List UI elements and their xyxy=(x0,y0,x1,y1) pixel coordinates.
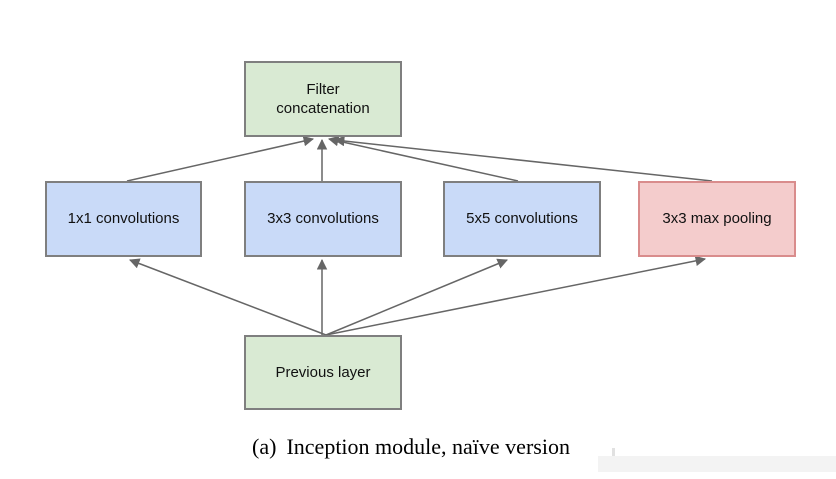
edge-max-pooling-to-concat xyxy=(333,135,713,182)
node-conv-5x5: 5x5 convolutions xyxy=(443,181,601,257)
edge-previous-to-conv-5x5 xyxy=(325,258,508,336)
caption-text: Inception module, naïve version xyxy=(286,434,570,459)
edge-conv-1x1-to-concat xyxy=(126,135,315,182)
scan-artifact-band xyxy=(598,456,836,472)
node-conv-1x1: 1x1 convolutions xyxy=(45,181,202,257)
scan-artifact-speck xyxy=(612,448,615,459)
edge-previous-to-conv-1x1 xyxy=(129,258,327,336)
node-max-pooling-3x3: 3x3 max pooling xyxy=(638,181,796,257)
node-filter-concatenation: Filter concatenation xyxy=(244,61,402,137)
edge-previous-to-max-pooling xyxy=(325,255,707,336)
figure-caption: (a) Inception module, naïve version xyxy=(0,434,822,460)
caption-index: (a) xyxy=(252,434,277,459)
node-previous-layer: Previous layer xyxy=(244,335,402,410)
edge-conv-5x5-to-concat xyxy=(327,135,519,182)
node-conv-3x3: 3x3 convolutions xyxy=(244,181,402,257)
